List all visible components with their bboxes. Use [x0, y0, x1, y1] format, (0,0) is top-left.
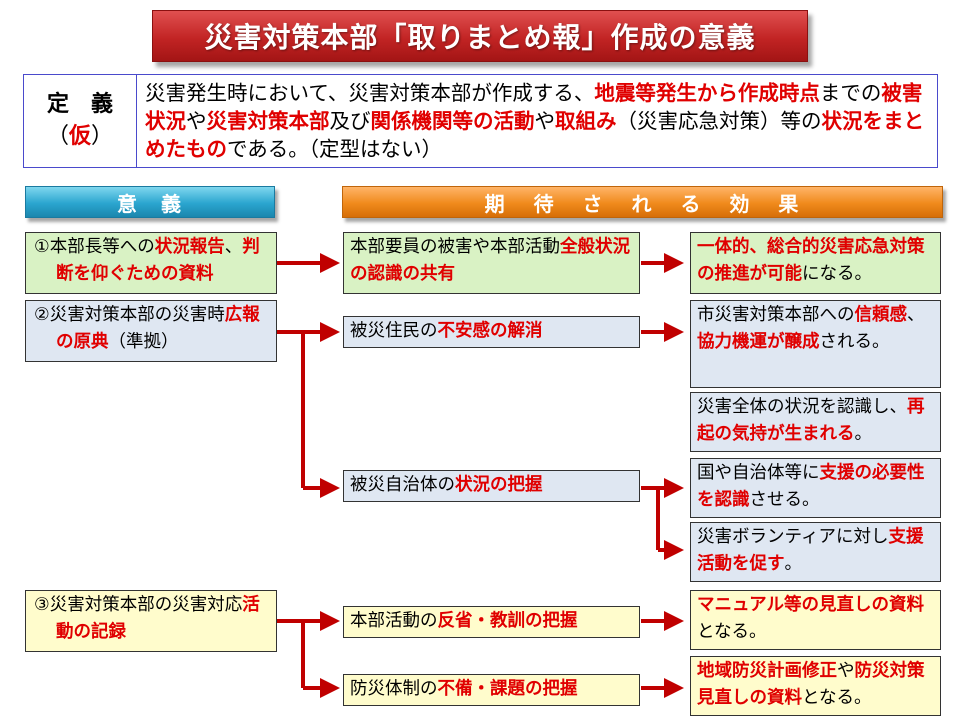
middle-box-2: 被災住民の不安感の解消 — [343, 316, 640, 348]
middle-box-3: 被災自治体の状況の把握 — [343, 470, 640, 502]
significance-box-1: ①本部長等への状況報告、判断を仰ぐための資料 — [25, 232, 277, 294]
middle-box-4: 本部活動の反省・教訓の把握 — [343, 606, 640, 638]
middle-box-5: 防災体制の不備・課題の把握 — [343, 674, 640, 706]
effect-box-3: 災害全体の状況を認識し、再起の気持が生まれる。 — [690, 392, 941, 452]
line-mid3-branch — [641, 486, 660, 550]
effect-box-5: 災害ボランティアに対し支援活動を促す。 — [690, 522, 941, 582]
effect-box-6: マニュアル等の見直しの資料となる。 — [690, 590, 941, 650]
line-sig3-branch — [277, 619, 305, 688]
page-title: 災害対策本部「取りまとめ報」作成の意義 — [152, 10, 808, 62]
line-sig2-branch — [277, 330, 305, 488]
definition-text: 災害発生時において、災害対策本部が作成する、地震等発生から作成時点までの被害状況… — [145, 81, 924, 161]
effect-box-2: 市災害対策本部への信頼感、協力機運が醸成される。 — [690, 300, 941, 388]
effect-box-1: 一体的、総合的災害応急対策の推進が可能になる。 — [690, 232, 941, 294]
definition-label: 定 義 （仮） — [24, 75, 137, 167]
definition-box: 定 義 （仮） 災害発生時において、災害対策本部が作成する、地震等発生から作成時… — [23, 74, 938, 168]
effect-box-4: 国や自治体等に支援の必要性を認識させる。 — [690, 458, 941, 518]
significance-banner: 意 義 — [25, 186, 275, 218]
middle-box-1: 本部要員の被害や本部活動全般状況の認識の共有 — [343, 232, 640, 294]
effects-banner: 期 待 さ れ る 効 果 — [342, 186, 943, 218]
significance-box-2: ②災害対策本部の災害時広報の原典（準拠） — [25, 300, 277, 362]
significance-box-3: ③災害対策本部の災害対応活動の記録 — [25, 590, 277, 652]
effect-box-7: 地域防災計画修正や防災対策見直しの資料となる。 — [690, 656, 941, 716]
definition-label-sub: （仮） — [46, 124, 114, 149]
definition-label-main: 定 義 — [46, 92, 113, 117]
